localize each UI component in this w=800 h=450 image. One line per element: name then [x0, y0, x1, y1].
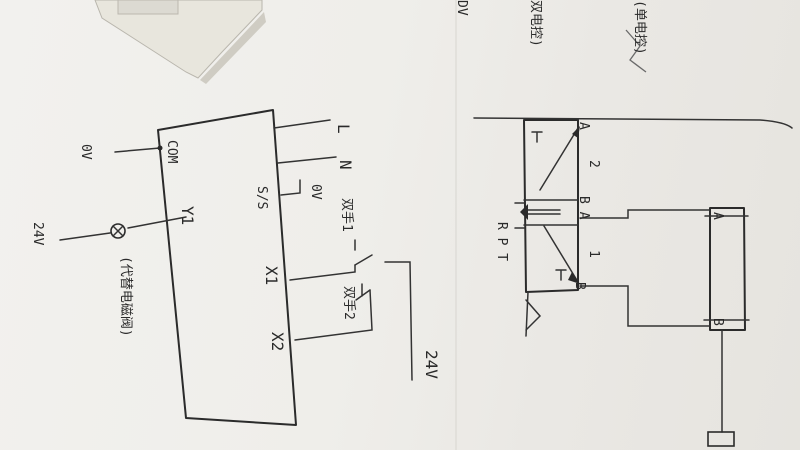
label-switch1: 双手1 [339, 198, 354, 232]
label-y1: Y1 [178, 206, 197, 225]
page-divider-line [473, 117, 793, 129]
device-object [94, 0, 266, 84]
label-l: L [334, 124, 353, 134]
valve-ports-rpt: R P T [494, 222, 509, 261]
valve-port-b: B [572, 282, 587, 290]
valve-port-a: A [576, 122, 591, 130]
pneumatic-valve [514, 119, 580, 337]
valve-label-2: 2 [586, 160, 601, 168]
label-x2: X2 [268, 332, 287, 351]
top-note-1: (单电控) [632, 0, 647, 55]
valve-label-1: 1 [586, 250, 601, 258]
scribble [625, 29, 647, 73]
label-x1: X1 [262, 266, 281, 285]
cylinder-port-b: B [710, 318, 725, 326]
cylinder-port-a: A [710, 212, 725, 220]
label-24v-left: 24V [30, 222, 45, 246]
cylinder [579, 207, 750, 447]
label-0v-left: 0V [78, 144, 93, 160]
plc-box [59, 109, 413, 426]
label-com: COM [164, 140, 179, 164]
label-n: N [336, 160, 355, 170]
top-note-2: 双电控) [528, 0, 543, 47]
label-ss: S/S [254, 186, 269, 209]
valve-port-ba: B A [576, 196, 591, 220]
label-load-note: (代替电磁阀) [118, 256, 133, 337]
label-ss-0v: 0V [308, 184, 323, 200]
label-24v-right: 24V [422, 350, 441, 379]
label-switch2: 双手2 [341, 286, 356, 320]
top-note-3: DV [454, 0, 469, 16]
